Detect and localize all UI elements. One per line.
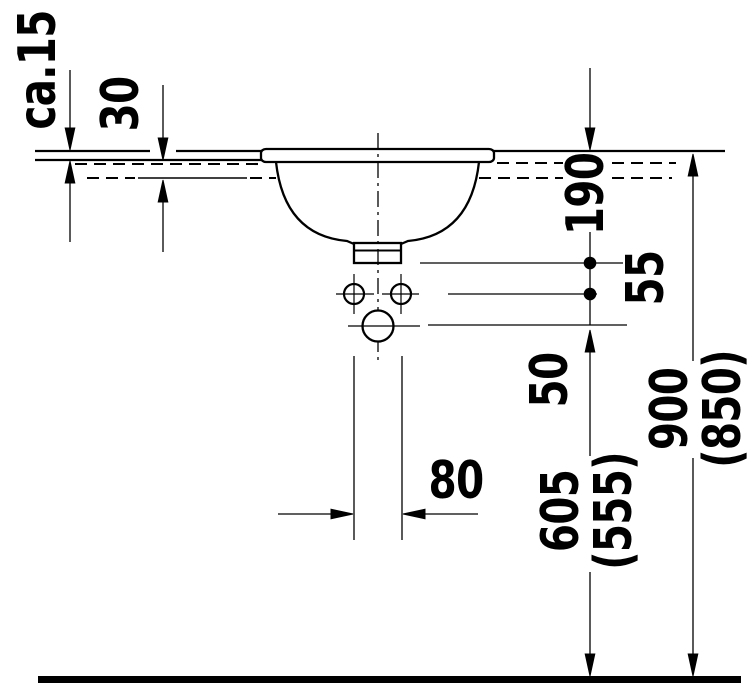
dim-80 [278, 356, 478, 540]
arrow-up-900-top [687, 153, 699, 177]
arrow-right-80 [330, 508, 354, 520]
countertop-lines [35, 149, 725, 180]
hole-pattern [336, 274, 420, 343]
arrow-down-605-bottom [584, 653, 596, 677]
arrow-up-30 [157, 179, 169, 203]
dim-chain-190-55-50 [584, 68, 596, 677]
dim-label-900-main: 900 [640, 367, 700, 451]
dim-label-50: 50 [520, 352, 580, 408]
fixing-hole-right-crosshair [382, 274, 419, 314]
basin-bowl-outline [274, 161, 481, 246]
dim-30 [157, 85, 169, 252]
arrow-down-30 [157, 137, 169, 161]
arrow-left-80 [402, 508, 426, 520]
dim-900 [687, 153, 699, 677]
dim-label-190: 190 [556, 152, 616, 236]
floor-line [38, 676, 741, 683]
dim-label-900-alt: (850) [693, 350, 753, 468]
dim-label-605: 605 (555) [531, 452, 644, 570]
dim-label-900: 900 (850) [640, 350, 753, 468]
fixing-hole-left-crosshair [336, 274, 374, 314]
dim-label-80: 80 [428, 451, 485, 511]
dim-label-605-main: 605 [531, 469, 591, 553]
dim-label-ca15: ca.15 [8, 10, 68, 130]
washbasin [259, 133, 496, 360]
arrow-up-ca15 [64, 160, 76, 184]
arrow-down-ca15 [64, 127, 76, 151]
dim-label-605-alt: (555) [584, 452, 644, 570]
arrow-down-900-bottom [687, 653, 699, 677]
dim-label-30: 30 [91, 76, 151, 132]
arrow-up-605-top [584, 329, 596, 353]
arrow-down-190 [584, 127, 596, 151]
dim-ca15 [64, 70, 76, 242]
dim-label-55: 55 [616, 250, 676, 306]
